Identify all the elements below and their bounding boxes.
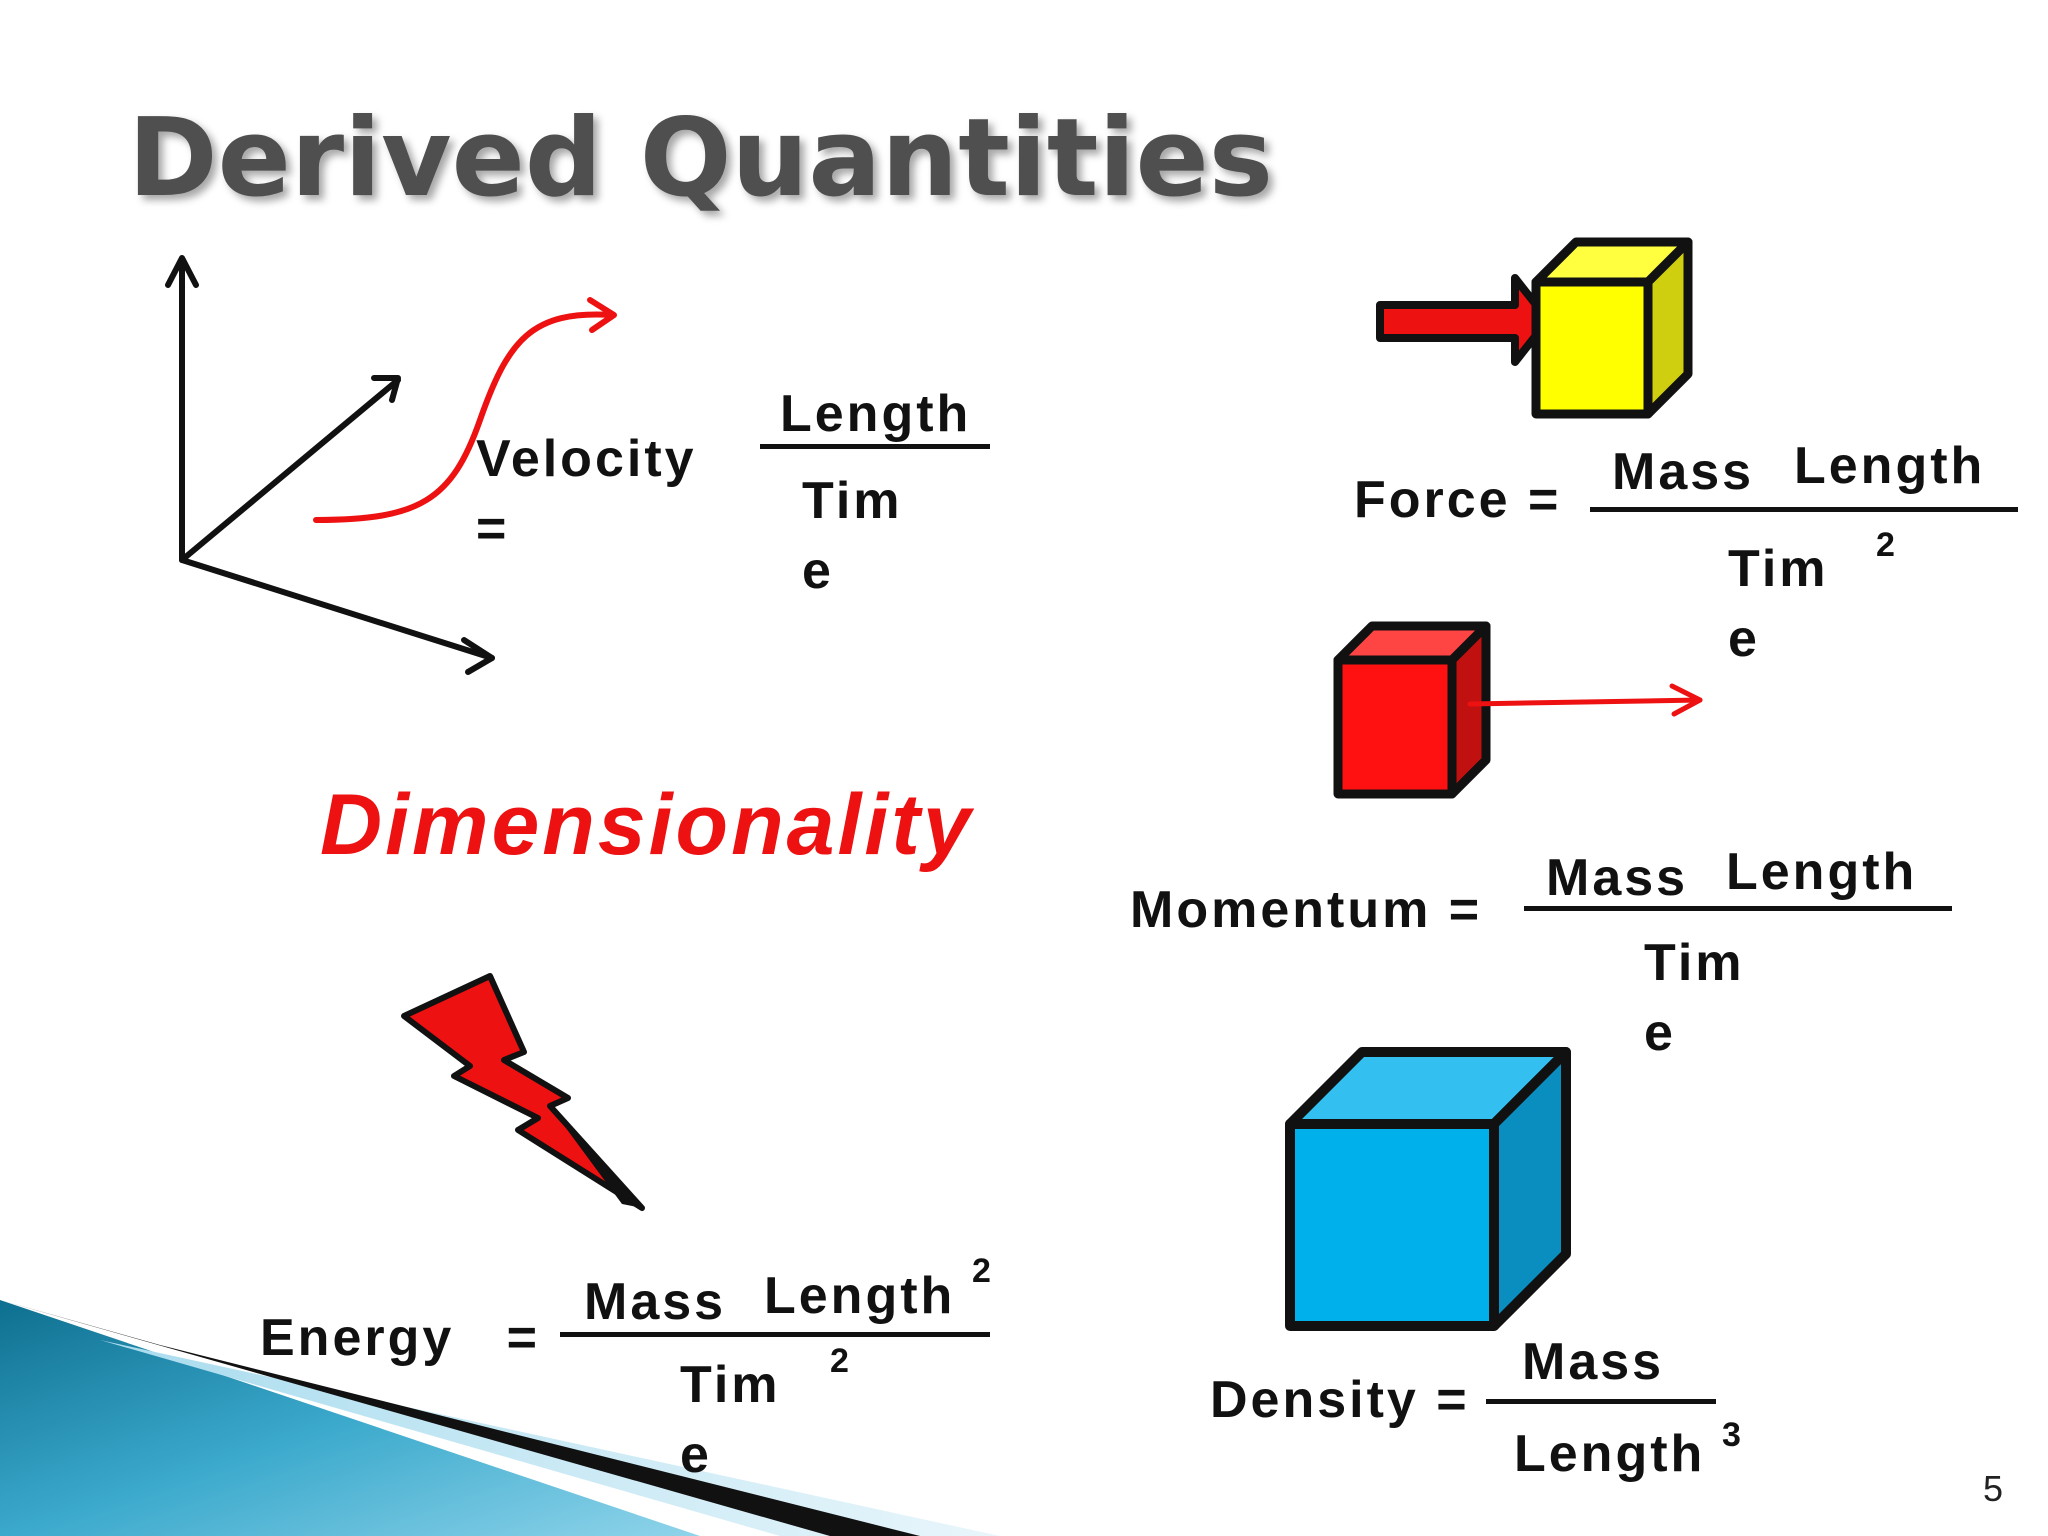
xyz-axes-icon [165, 255, 495, 675]
energy-label: Energy = [260, 1309, 540, 1367]
lightning-bolt-icon [401, 973, 645, 1211]
density-denominator: Length [1514, 1425, 1706, 1483]
force-label: Force = [1354, 471, 1562, 529]
density-label: Density = [1210, 1371, 1470, 1429]
force-denominator-exponent: 2 [1876, 526, 1898, 564]
momentum-numerator-mass: Mass [1546, 849, 1689, 907]
dimensionality-heading: Dimensionality [320, 777, 974, 873]
page-number: 5 [1982, 1468, 2003, 1509]
red-cube-icon [1333, 621, 1491, 799]
slide-title: Derived Quantities [128, 96, 1274, 221]
energy-numerator-exponent: 2 [972, 1252, 994, 1290]
velocity-fraction-bar [760, 444, 990, 449]
trajectory-curve-icon [313, 297, 617, 523]
momentum-arrow-icon [1467, 683, 1703, 717]
energy-fraction-bar [560, 1332, 990, 1337]
momentum-numerator-length: Length [1726, 843, 1918, 901]
force-numerator-mass: Mass [1612, 443, 1755, 501]
force-numerator-length: Length [1794, 437, 1986, 495]
force-fraction-bar [1590, 507, 2018, 512]
velocity-numerator: Length [780, 385, 972, 443]
force-denominator: Time [1728, 540, 1829, 669]
yellow-cube-icon [1531, 237, 1693, 419]
energy-denominator: Time [680, 1356, 781, 1485]
momentum-fraction-bar [1524, 906, 1952, 911]
force-arrow-icon [1376, 274, 1552, 366]
energy-denominator-exponent: 2 [830, 1342, 852, 1380]
energy-numerator-mass: Mass [584, 1273, 727, 1331]
velocity-denominator: Time [802, 472, 903, 601]
energy-numerator-length: Length [764, 1267, 956, 1325]
momentum-denominator: Time [1644, 934, 1745, 1063]
momentum-label: Momentum = [1130, 881, 1483, 939]
corner-swoosh-decoration [0, 1300, 1000, 1536]
blue-cube-icon [1285, 1047, 1571, 1331]
density-denominator-exponent: 3 [1722, 1416, 1744, 1454]
density-fraction-bar [1486, 1399, 1716, 1404]
density-numerator: Mass [1522, 1333, 1665, 1391]
velocity-label: Velocity = [476, 430, 697, 559]
